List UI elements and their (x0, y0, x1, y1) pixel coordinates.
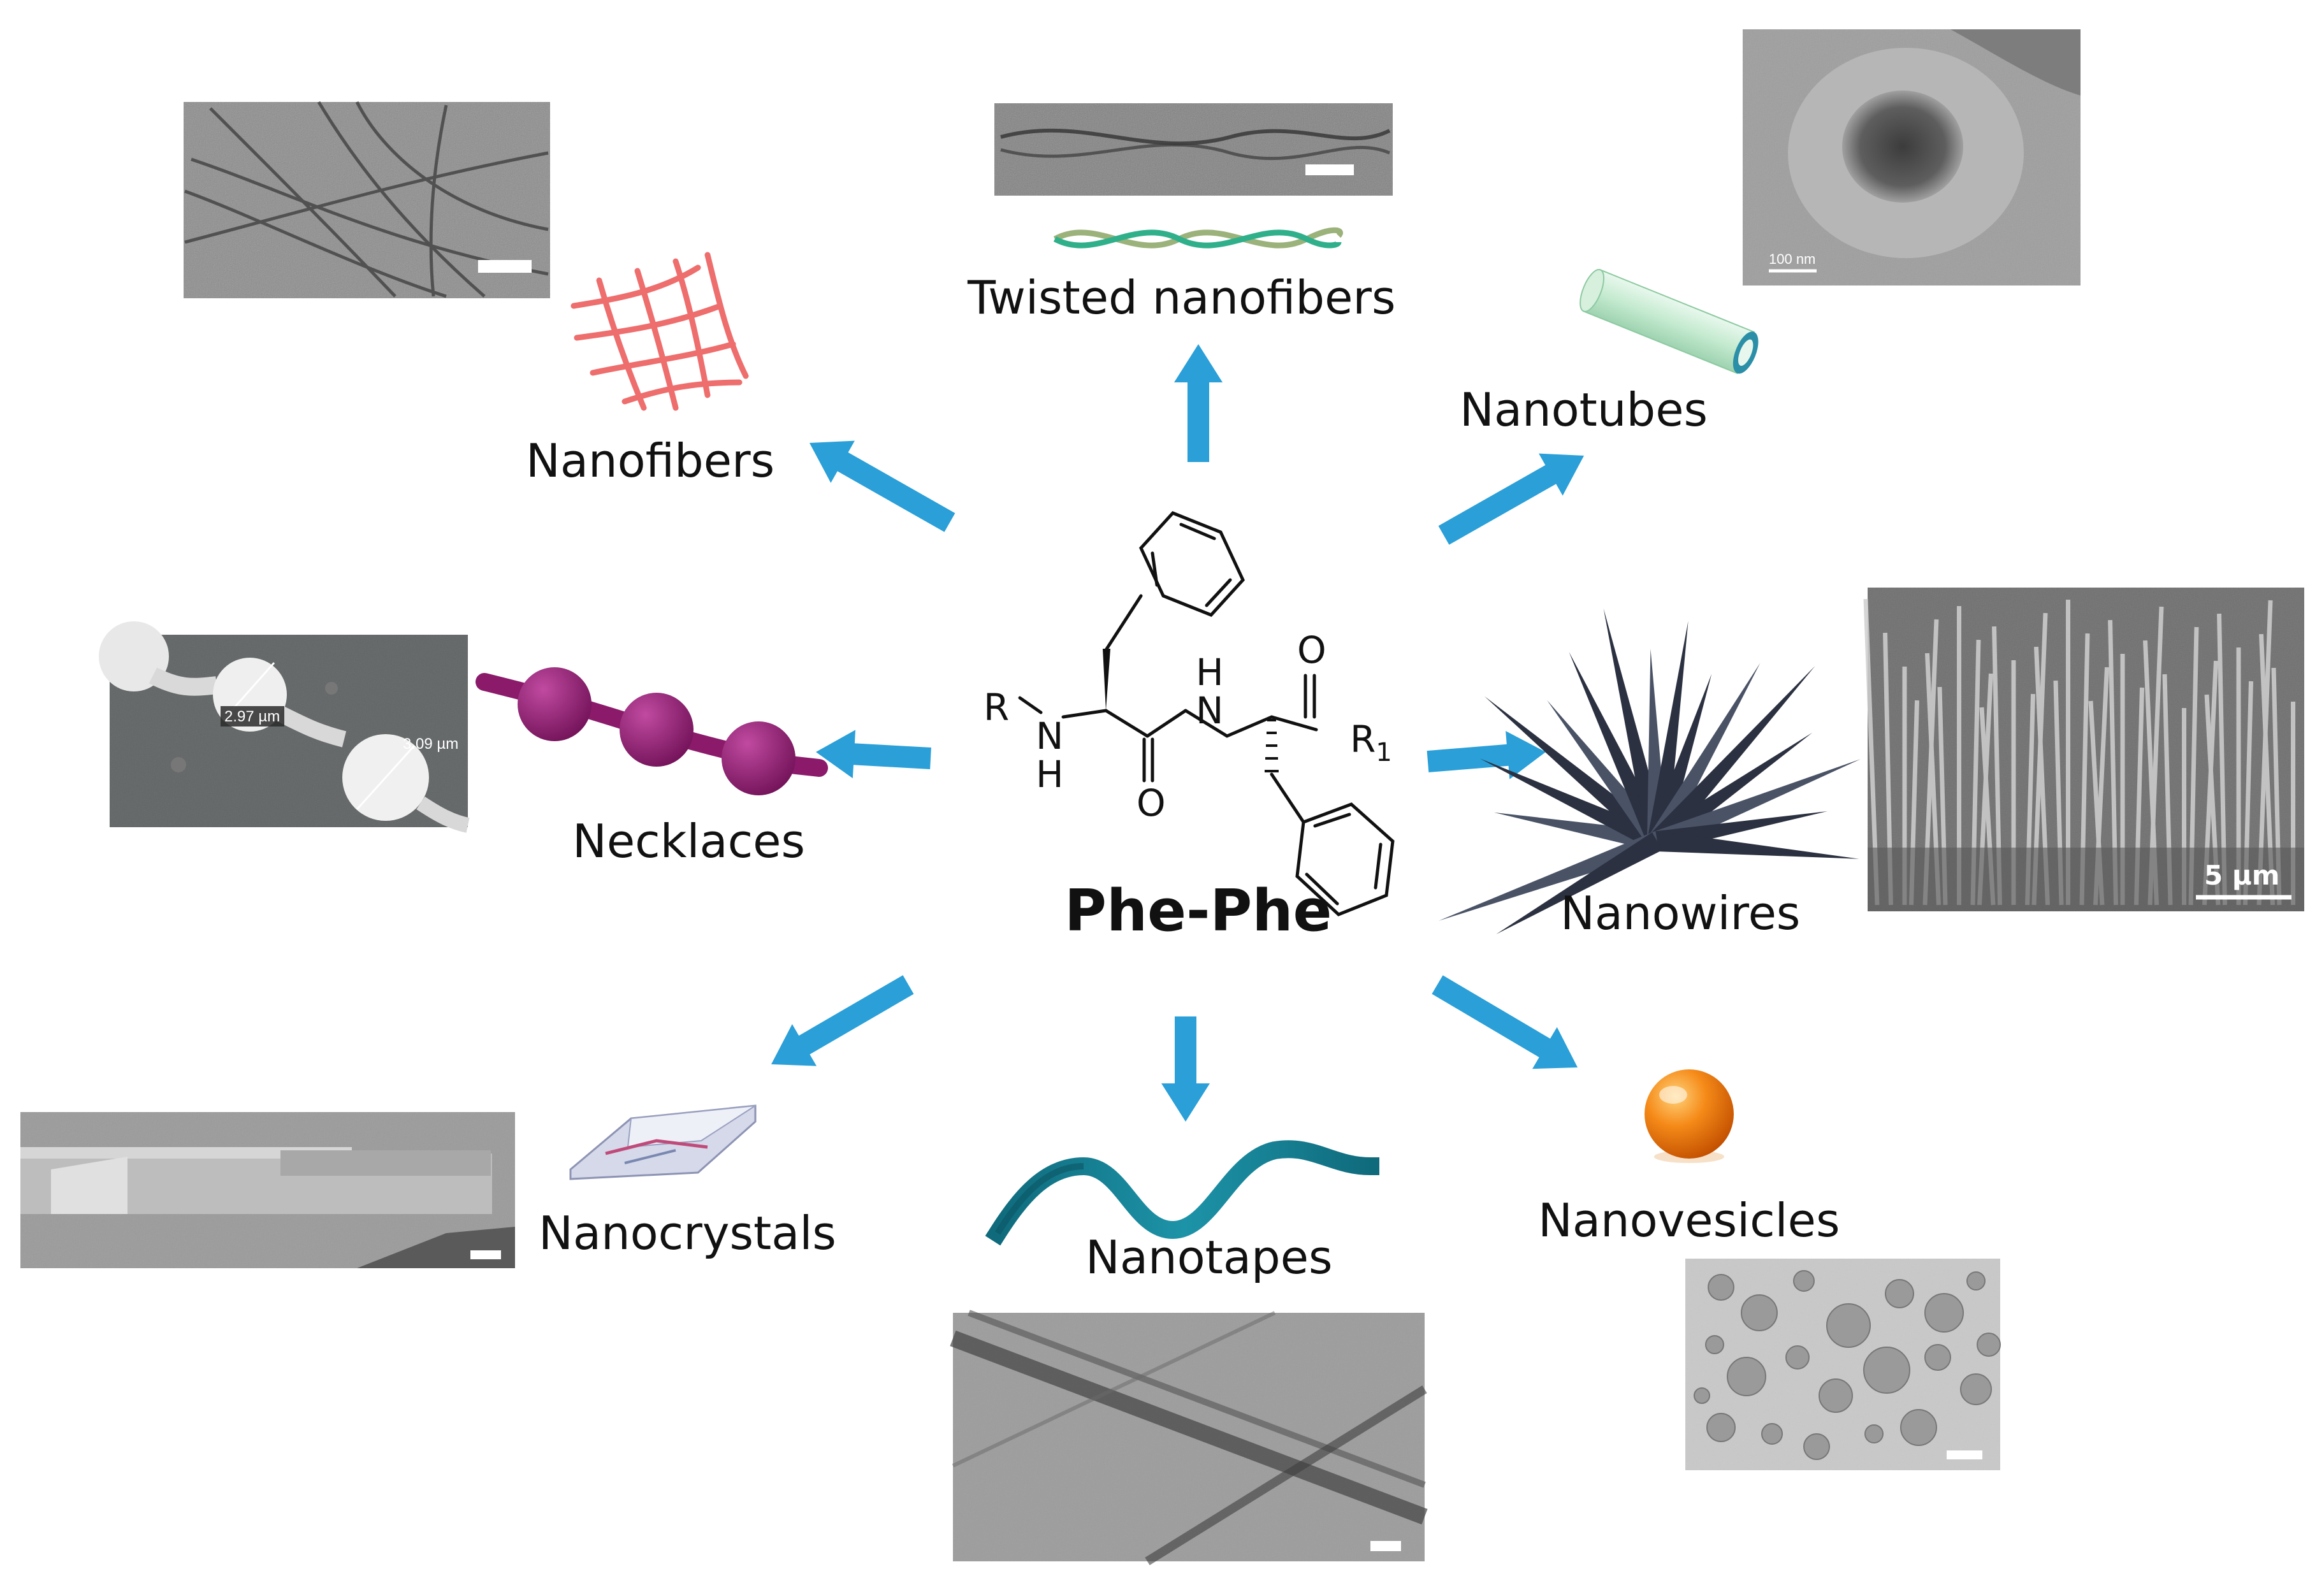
phe-phe-structure (1018, 511, 1395, 916)
wedge-bond (1103, 649, 1110, 711)
vesicle-particle (1960, 1373, 1992, 1405)
vesicle-particle (1761, 1423, 1783, 1445)
label-nanotapes: Nanotapes (1086, 1231, 1333, 1284)
nanotapes-cartoon (985, 1140, 1380, 1246)
atom-r: R (984, 686, 1009, 729)
label-nanotubes: Nanotubes (1460, 383, 1708, 437)
vesicle-particle (1694, 1387, 1710, 1404)
vesicle-particle (1826, 1303, 1871, 1348)
nanofibers-micrograph (184, 101, 550, 298)
arrow-to-nanowires (1427, 731, 1546, 779)
vesicle-particle (1785, 1345, 1810, 1370)
arrow-to-nanotapes (1161, 1016, 1210, 1122)
vesicle-particle (1708, 1274, 1734, 1301)
vesicle-particle (1741, 1294, 1778, 1331)
nanotubes-cartoon (1580, 269, 1759, 375)
nanowire-spike (1493, 812, 1659, 851)
label-necklaces: Necklaces (572, 814, 805, 868)
nanofibers-cartoon (570, 252, 749, 411)
hash-bond (1265, 719, 1279, 772)
arrow-to-twisted-nanofibers (1174, 344, 1223, 462)
label-nanovesicles: Nanovesicles (1538, 1194, 1840, 1247)
nanowires-micrograph: 5 µm (1863, 588, 2304, 911)
nanocrystals-micrograph (20, 1112, 515, 1268)
nanowire-spike (1647, 674, 1712, 844)
vesicle-particle (1706, 1413, 1736, 1442)
nanotube-scale-label: 100 nm (1769, 251, 1815, 267)
vesicle-particle (1863, 1347, 1910, 1394)
atom-r1: R1 (1350, 718, 1392, 767)
twisted-nanofibers-micrograph (994, 103, 1393, 196)
vesicle-particle (1819, 1378, 1853, 1413)
vesicle-particle (1900, 1409, 1937, 1446)
atom-h-amine: H (1036, 753, 1064, 796)
vesicle-particle (1705, 1335, 1724, 1354)
nanowire-spike (1650, 666, 1815, 848)
necklace-diameter-2: 3.09 µm (403, 735, 458, 753)
atom-n-amine: N (1036, 714, 1063, 758)
nanotubes-micrograph: 100 nm (1743, 29, 2081, 286)
nanovesicles-cartoon (1645, 1069, 1734, 1163)
nanowire-spike (1439, 831, 1661, 921)
nanocrystals-cartoon (569, 1104, 757, 1180)
nanowire-spike (1496, 832, 1662, 934)
label-nanocrystals: Nanocrystals (539, 1206, 836, 1260)
vesicle-particle (1977, 1333, 2001, 1357)
vesicle-particle (1864, 1424, 1884, 1443)
center-compound-name: Phe-Phe (1064, 878, 1332, 944)
nanowire-spike (1647, 621, 1689, 843)
nanowire-spike (1648, 663, 1761, 846)
necklaces-cartoon (476, 667, 828, 795)
atom-h-amide: H (1196, 651, 1224, 694)
vesicle-particle (1727, 1357, 1766, 1396)
label-nanofibers: Nanofibers (526, 434, 774, 488)
arrow-to-nanocrystals (771, 975, 914, 1066)
vesicle-particle (1924, 1293, 1964, 1333)
atom-n-amide: N (1196, 689, 1223, 732)
necklace-diameter-1: 2.97 µm (224, 708, 280, 725)
arrow-to-nanovesicles (1432, 975, 1578, 1069)
nanowires-cartoon (1439, 608, 1861, 934)
vesicle-particle (1803, 1433, 1830, 1460)
nanowire-spike (1656, 831, 1859, 859)
label-nanowires: Nanowires (1560, 886, 1800, 940)
atom-o-amide: O (1137, 781, 1166, 825)
atom-o-carbonyl: O (1297, 628, 1326, 672)
vesicle-particle (1924, 1344, 1951, 1371)
nanowire-scale-label: 5 µm (2204, 860, 2280, 891)
arrows (771, 344, 1584, 1122)
arrow-to-nanofibers (810, 440, 955, 532)
nanowire-spike (1484, 696, 1664, 849)
vesicle-particle (1966, 1271, 1986, 1290)
arrow-to-necklaces (816, 730, 931, 779)
nanotapes-micrograph (950, 1310, 1428, 1565)
label-twisted-nanofibers: Twisted nanofibers (967, 271, 1395, 324)
nanovesicles-micrograph (1685, 1259, 2001, 1470)
necklaces-micrograph: 2.97 µm 3.09 µm (99, 621, 470, 833)
vesicle-particle (1793, 1270, 1815, 1292)
twisted-nanofibers-cartoon (1053, 227, 1343, 249)
nanowire-spike (1479, 758, 1662, 851)
vesicle-particle (1885, 1279, 1914, 1308)
arrow-to-nanotubes (1438, 453, 1584, 545)
